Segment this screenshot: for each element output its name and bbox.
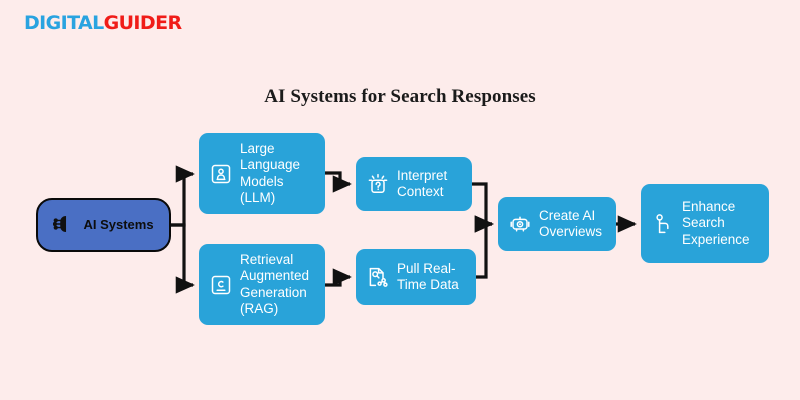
person-search-icon	[651, 212, 675, 236]
node-pull-real-time-data-label: Pull Real- Time Data	[397, 260, 459, 292]
edge-rag-to-realtime	[325, 268, 352, 287]
language-model-icon	[209, 162, 233, 186]
logo-text-secondary: GUIDER	[103, 12, 182, 34]
logo-text-primary: DIGITAL	[24, 12, 104, 34]
node-large-language-models[interactable]: Large Language Models (LLM)	[199, 133, 325, 214]
node-create-ai-overviews-label: Create AI Overviews	[539, 207, 603, 239]
ai-brain-icon	[53, 213, 77, 237]
document-retrieval-icon	[209, 273, 233, 297]
node-retrieval-augmented-generation[interactable]: Retrieval Augmented Generation (RAG)	[199, 244, 325, 325]
brand-logo: DIGITALGUIDER	[24, 12, 182, 34]
node-pull-real-time-data[interactable]: Pull Real- Time Data	[356, 249, 476, 305]
node-retrieval-augmented-generation-label: Retrieval Augmented Generation (RAG)	[240, 251, 310, 316]
node-large-language-models-label: Large Language Models (LLM)	[240, 140, 301, 205]
edge-interpret-to-overview	[472, 182, 494, 233]
node-interpret-context-label: Interpret Context	[397, 167, 448, 199]
data-fetch-icon	[366, 265, 390, 289]
edge-llm-to-interpret	[325, 171, 352, 193]
node-ai-systems-label: AI Systems	[83, 217, 154, 233]
edge-root-to-llm	[171, 165, 195, 227]
robot-eye-icon	[508, 212, 532, 236]
node-enhance-search-experience-label: Enhance Search Experience	[682, 198, 750, 247]
node-ai-systems[interactable]: AI Systems	[36, 198, 171, 252]
page-title: AI Systems for Search Responses	[264, 86, 536, 107]
edge-realtime-to-overview	[474, 215, 494, 279]
node-interpret-context[interactable]: Interpret Context	[356, 157, 472, 211]
node-enhance-search-experience[interactable]: Enhance Search Experience	[641, 184, 769, 263]
edge-root-to-rag	[171, 223, 195, 294]
node-create-ai-overviews[interactable]: Create AI Overviews	[498, 197, 616, 251]
question-insight-icon	[366, 172, 390, 196]
